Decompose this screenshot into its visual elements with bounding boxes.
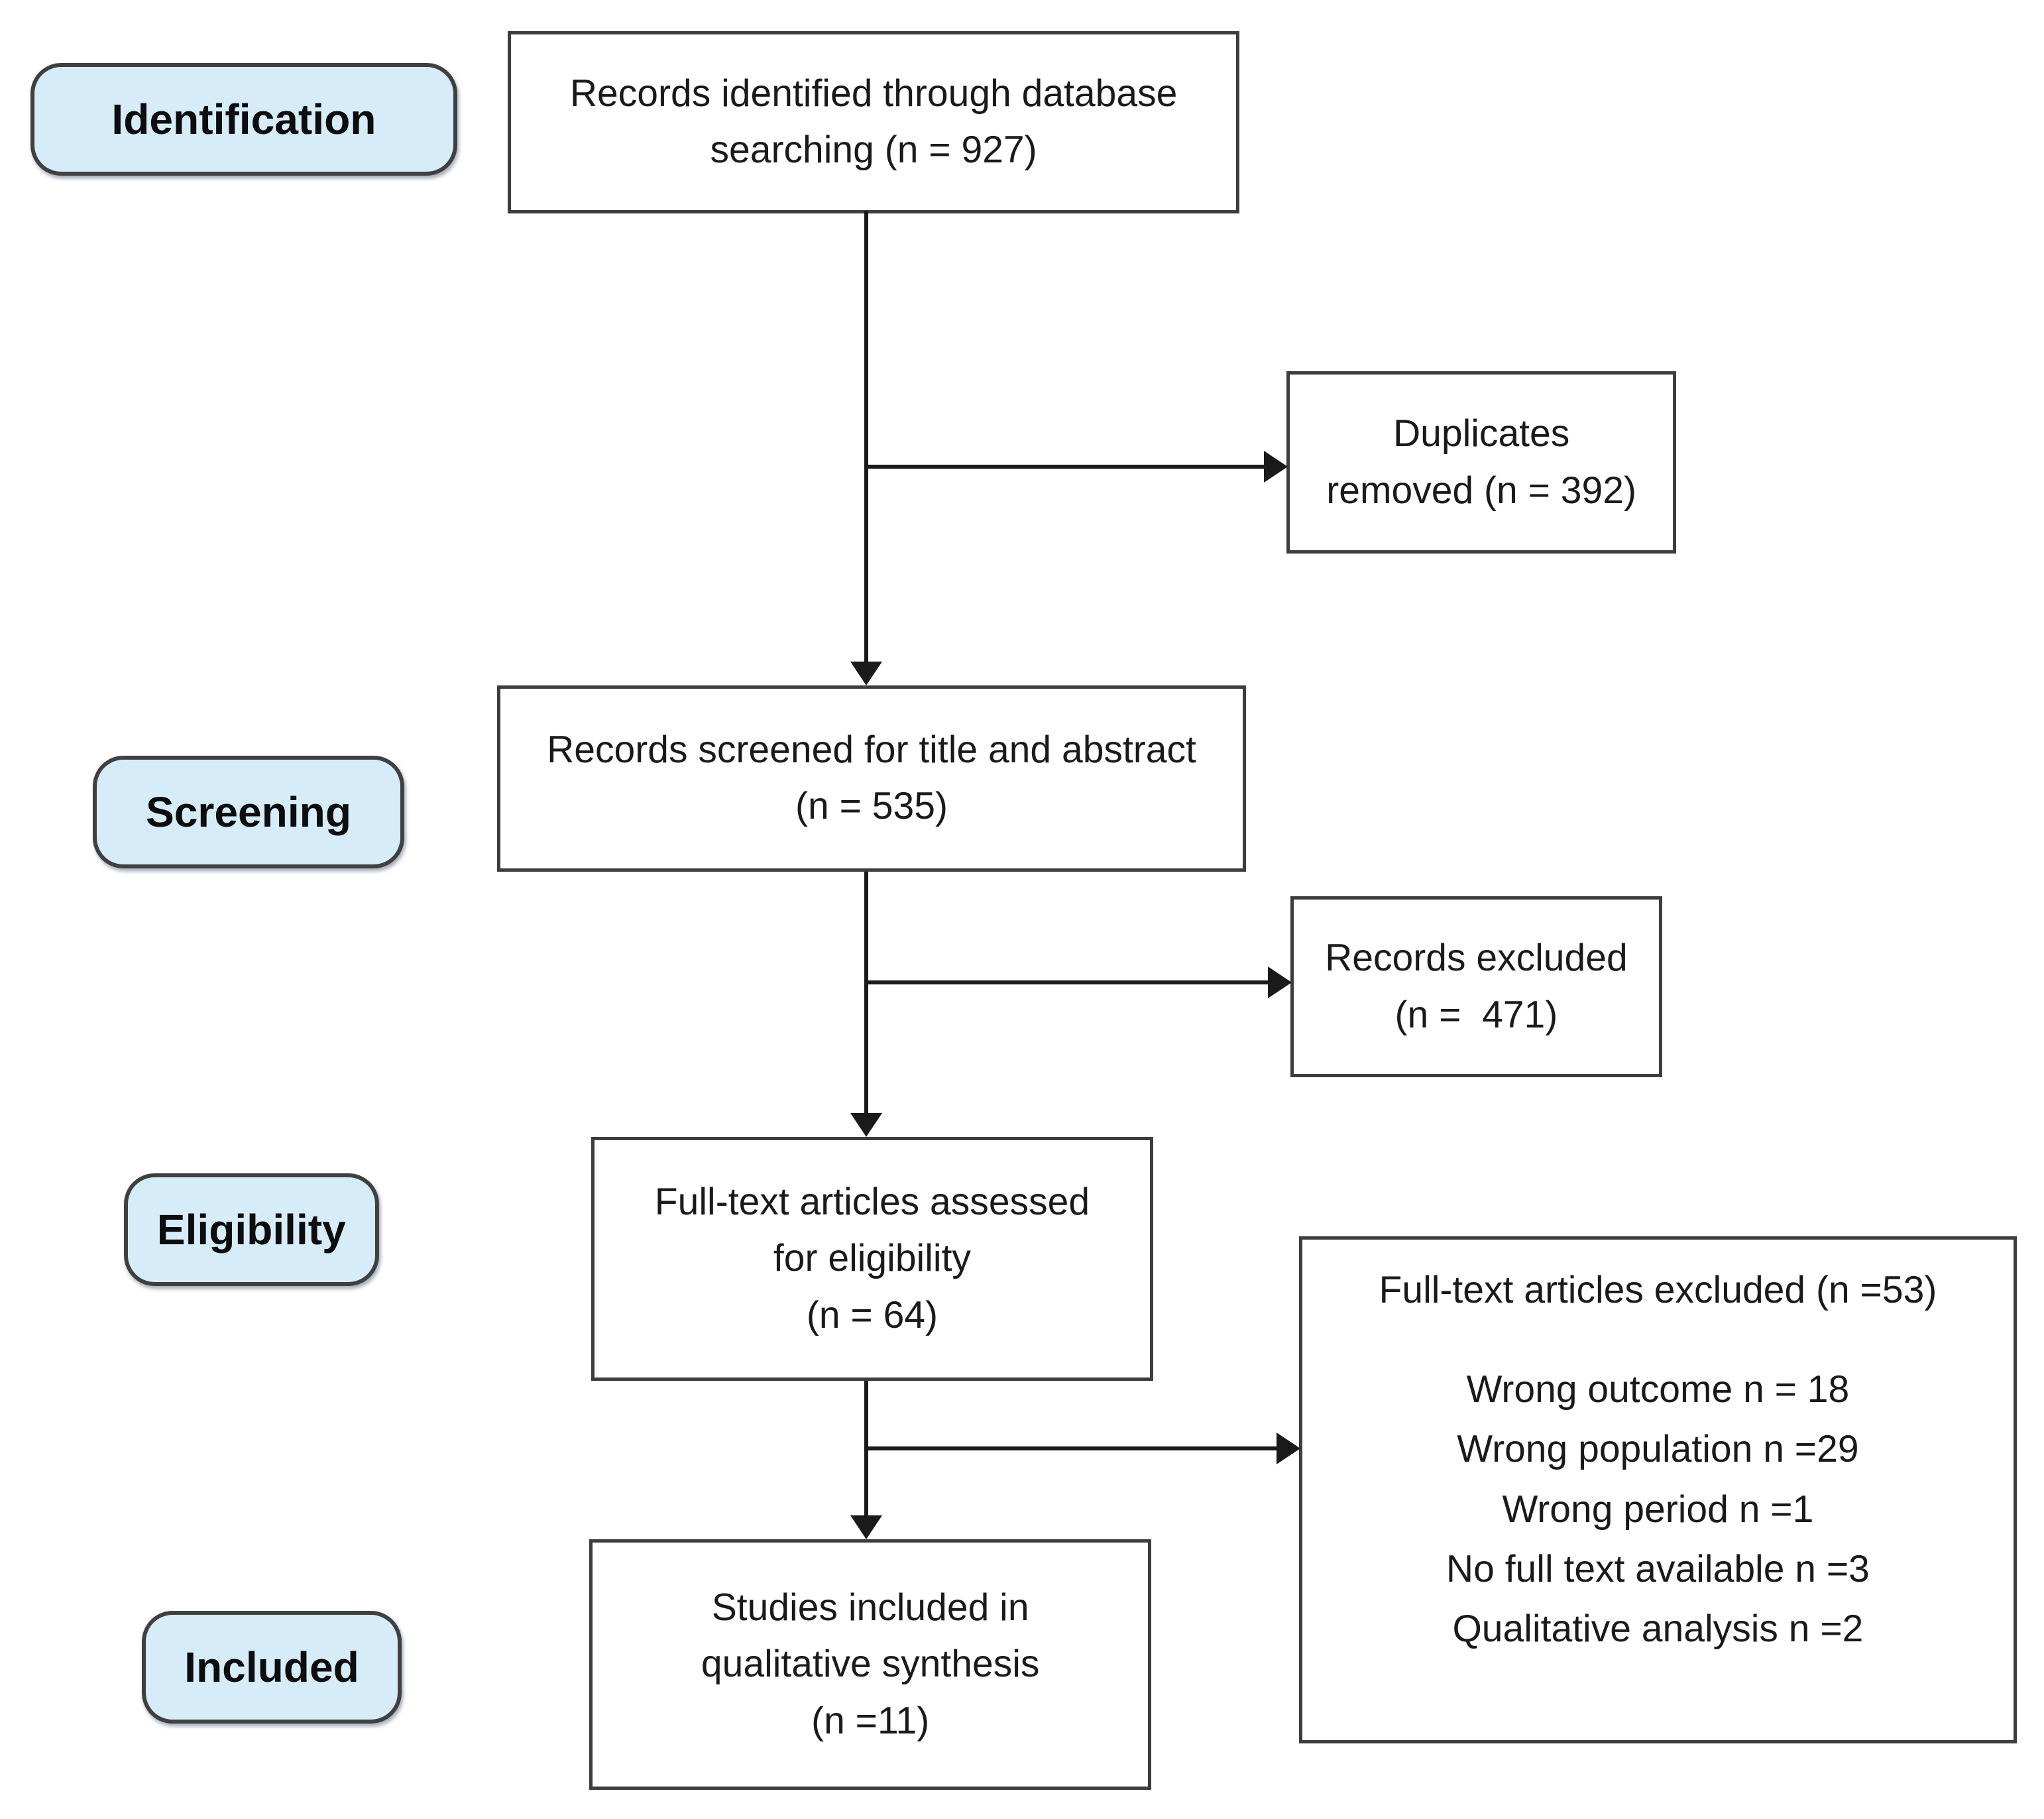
stage-label-included: Included xyxy=(142,1611,402,1724)
stage-label-eligibility-text: Eligibility xyxy=(156,1206,346,1254)
exclusion-reason-qualitative: Qualitative analysis n =2 xyxy=(1452,1607,1864,1650)
stage-label-screening-text: Screening xyxy=(145,788,352,837)
stage-label-included-text: Included xyxy=(184,1643,359,1692)
arrow-down-icon xyxy=(850,1515,882,1540)
exclusion-reason-wrong-outcome: Wrong outcome n = 18 xyxy=(1466,1368,1850,1411)
arrow-right-icon xyxy=(1263,450,1288,483)
flow-box-records-excluded: Records excluded (n = 471) xyxy=(1290,896,1662,1078)
records-identified-line-2: searching (n = 927) xyxy=(710,129,1037,172)
studies-included-line-2: qualitative synthesis xyxy=(701,1643,1040,1686)
fulltext-assessed-line-1: Full-text articles assessed xyxy=(654,1180,1090,1223)
connector-branch-to-fulltext-excluded xyxy=(864,1446,1277,1451)
fulltext-excluded-reasons: Wrong outcome n = 18 Wrong population n … xyxy=(1446,1360,1870,1659)
duplicates-removed-line-1: Duplicates xyxy=(1392,412,1570,455)
connector-branch-to-duplicates xyxy=(864,465,1264,469)
flow-box-studies-included: Studies included in qualitative synthesi… xyxy=(589,1539,1152,1790)
stage-label-identification: Identification xyxy=(30,62,457,176)
arrow-right-icon xyxy=(1268,966,1292,998)
exclusion-reason-no-fulltext: No full text available n =3 xyxy=(1446,1547,1870,1590)
studies-included-line-1: Studies included in xyxy=(711,1586,1029,1629)
stage-label-eligibility: Eligibility xyxy=(123,1173,379,1287)
arrow-down-icon xyxy=(850,1113,882,1138)
exclusion-reason-wrong-period: Wrong period n =1 xyxy=(1502,1488,1814,1531)
records-identified-line-1: Records identified through database xyxy=(569,72,1178,115)
duplicates-removed-line-2: removed (n = 392) xyxy=(1326,469,1636,512)
flow-box-duplicates-removed: Duplicates removed (n = 392) xyxy=(1286,371,1677,554)
flow-box-fulltext-assessed: Full-text articles assessed for eligibil… xyxy=(591,1137,1153,1381)
flow-box-records-identified: Records identified through database sear… xyxy=(508,30,1240,213)
arrow-right-icon xyxy=(1276,1433,1300,1464)
records-screened-line-2: (n = 535) xyxy=(795,785,948,828)
exclusion-reason-wrong-population: Wrong population n =29 xyxy=(1457,1428,1859,1471)
records-excluded-line-2: (n = 471) xyxy=(1394,993,1558,1036)
connector-identified-to-screened xyxy=(864,211,869,663)
studies-included-line-3: (n =11) xyxy=(811,1699,930,1742)
records-excluded-line-1: Records excluded xyxy=(1325,936,1628,979)
flow-box-records-screened: Records screened for title and abstract … xyxy=(497,685,1246,872)
fulltext-assessed-line-3: (n = 64) xyxy=(806,1293,938,1336)
fulltext-assessed-line-2: for eligibility xyxy=(773,1237,971,1280)
arrow-down-icon xyxy=(850,662,882,686)
fulltext-excluded-title: Full-text articles excluded (n =53) xyxy=(1379,1269,1937,1312)
stage-label-screening: Screening xyxy=(93,756,404,869)
flow-box-fulltext-excluded: Full-text articles excluded (n =53) Wron… xyxy=(1298,1236,2017,1744)
connector-screened-to-fulltext xyxy=(864,871,869,1115)
records-screened-line-1: Records screened for title and abstract xyxy=(547,728,1196,771)
stage-label-identification-text: Identification xyxy=(111,95,376,143)
connector-branch-to-records-excluded xyxy=(864,980,1268,985)
